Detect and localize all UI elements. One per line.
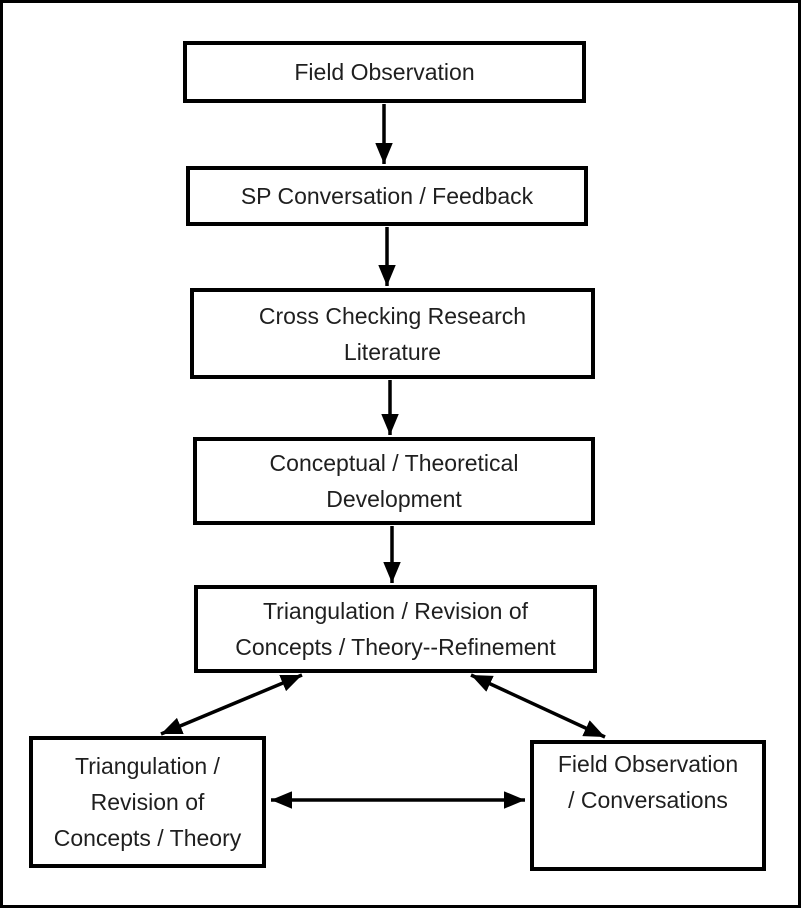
arrow-refinement-to-field-observation-conversations (470, 673, 606, 739)
box-text: Literature (343, 338, 442, 365)
box-text: Field Observation (294, 59, 475, 85)
box-text: Concepts / Theory (53, 825, 242, 851)
box-cross-checking-research-literature: Cross Checking Research Literature (190, 288, 595, 379)
box-triangulation-revision-concepts-theory: Triangulation / Revision of Concepts / T… (29, 736, 266, 868)
box-text: Conceptual / Theoretical (269, 450, 519, 476)
box-text: Triangulation / (75, 753, 220, 779)
box-text: Concepts / Theory--Refinement (235, 634, 556, 660)
box-triangulation-revision-refinement: Triangulation / Revision of Concepts / T… (194, 585, 597, 673)
box-text: Revision of (90, 789, 205, 815)
box-text: SP Conversation / Feedback (240, 183, 534, 209)
box-field-observation: Field Observation (183, 41, 586, 103)
box-text: Triangulation / Revision of (262, 598, 529, 624)
box-field-observation-conversations: Field Observation / Conversations (530, 740, 766, 871)
box-sp-conversation-feedback: SP Conversation / Feedback (186, 166, 588, 226)
box-text: / Conversations (568, 787, 728, 813)
box-conceptual-theoretical-development: Conceptual / Theoretical Development (193, 437, 595, 525)
box-text: Cross Checking Research (258, 302, 527, 329)
arrow-refinement-to-triangulation-revision (160, 673, 303, 736)
box-text: Development (326, 486, 462, 512)
box-text: Field Observation (557, 751, 739, 777)
